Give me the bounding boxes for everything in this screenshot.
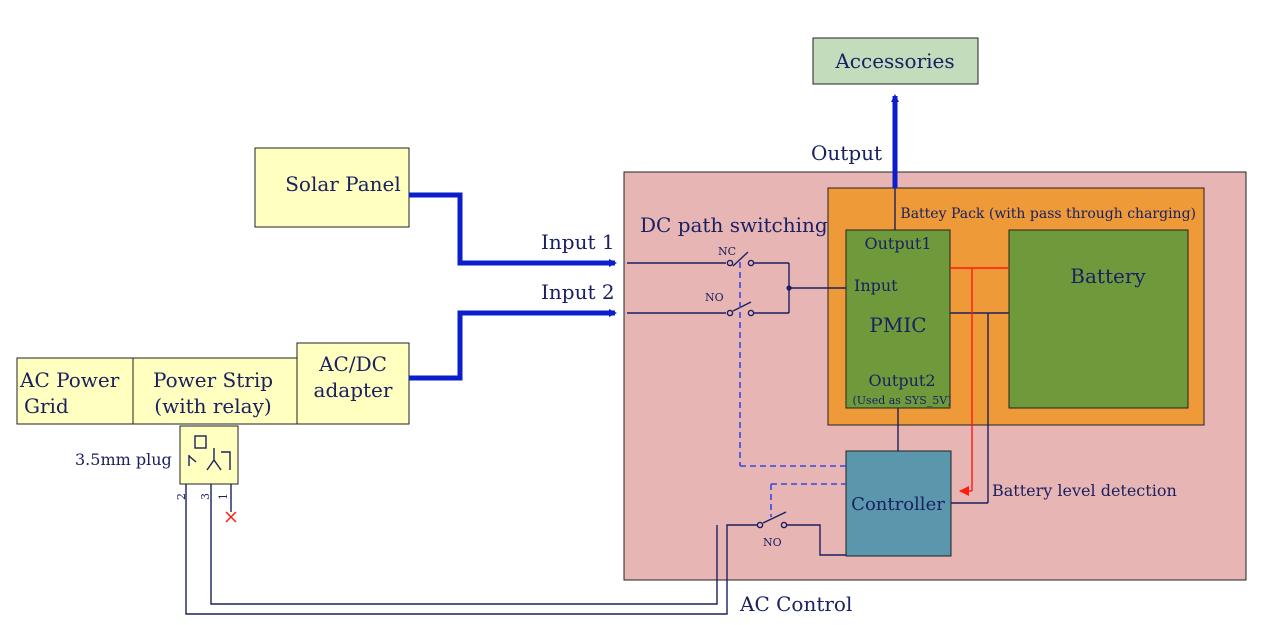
battery-label: Battery [1070,264,1146,288]
ac-dc-adapter-box [296,342,410,425]
controller-box [845,450,952,557]
pmic-box [845,229,951,409]
solar-panel-label: Solar Panel [285,172,401,196]
accessories-box [812,37,979,85]
input1-arrow [409,192,617,267]
nc-label: NC [718,245,736,258]
power-strip-label-line1: Power Strip [153,368,273,392]
ac-dc-adapter-label-line1: AC/DC [318,352,387,376]
accessories-label: Accessories [834,49,954,73]
pmic-output1-label: Output1 [864,234,931,253]
no-switch-top-icon [726,301,755,317]
battery-box [1008,229,1189,409]
input2-label: Input 2 [541,280,615,304]
pmic-output2-note: (Used as SYS_5V) [852,394,951,407]
controller-label: Controller [851,494,945,515]
pmic-output2-label: Output2 [868,371,935,390]
pmic-input-label: Input [854,276,898,295]
power-strip-box [132,357,298,425]
switch-junction-dot [786,285,792,291]
plug-pin-2: 2 [175,493,188,500]
relay-coil-icon [194,435,207,449]
no-ac-label: NO [763,536,782,549]
pmic-label: PMIC [869,313,926,337]
input2-arrow [409,309,617,381]
ac-power-grid-label-line2: Grid [24,394,69,418]
input1-label: Input 1 [541,230,615,254]
no-switch-ac-icon [756,511,788,529]
solar-panel-box [254,147,410,228]
plug-pin-1: 1 [217,493,230,500]
plug-pin-3: 3 [199,493,212,500]
battery-pack-label: Battey Pack (with pass through charging) [900,206,1196,222]
dc-path-switch-wiring [627,188,1009,504]
switch-control-dashed-lines [739,262,846,517]
output-label: Output [811,141,882,165]
dc-path-switching-label: DC path switching [640,213,828,237]
ac-power-grid-label-line1: AC Power [19,368,120,392]
battery-level-red-wires [950,267,1009,491]
plug-label: 3.5mm plug [75,450,172,469]
ac-control-wiring [185,484,846,615]
nc-switch-icon [726,251,755,267]
power-strip-label-line2: (with relay) [154,394,271,418]
no-top-label: NO [705,291,724,304]
unconnected-pin-mark-icon [225,511,237,523]
plug-contacts-icon [188,448,231,471]
ac-power-grid-box [16,357,134,425]
battery-level-detection-label: Battery level detection [992,481,1177,500]
ac-control-label: AC Control [739,592,852,616]
ac-dc-adapter-label-line2: adapter [314,378,393,402]
